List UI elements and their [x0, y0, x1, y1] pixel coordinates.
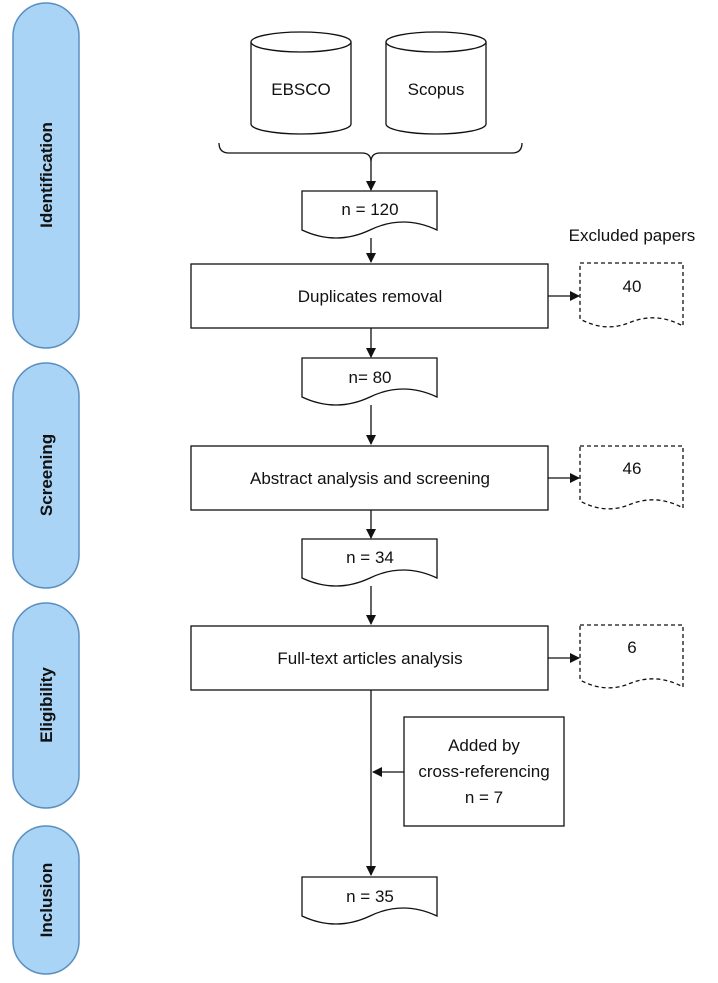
svg-text:Full-text articles analysis: Full-text articles analysis: [277, 649, 462, 668]
svg-text:Identification: Identification: [37, 122, 56, 228]
excluded-papers-label: Excluded papers: [569, 226, 696, 245]
svg-text:Scopus: Scopus: [408, 80, 465, 99]
step-duplicates-removal: Duplicates removal: [190, 263, 549, 329]
svg-text:Screening: Screening: [37, 434, 56, 516]
svg-text:Inclusion: Inclusion: [37, 863, 56, 938]
count-after-screening: n = 34: [301, 538, 438, 587]
step-abstract-screening: Abstract analysis and screening: [190, 445, 549, 511]
svg-text:EBSCO: EBSCO: [271, 80, 331, 99]
count-after-duplicates: n= 80: [301, 357, 438, 406]
svg-text:Added by: Added by: [448, 736, 520, 755]
count-initial: n = 120: [301, 190, 438, 239]
svg-text:6: 6: [627, 638, 636, 657]
svg-text:40: 40: [623, 277, 642, 296]
stage-screening: Screening: [12, 362, 80, 589]
svg-text:n = 120: n = 120: [341, 200, 398, 219]
database-ebsco: EBSCO: [250, 31, 352, 135]
merge-brace: [218, 142, 523, 163]
added-cross-referencing: Added by cross-referencing n = 7: [403, 716, 565, 827]
svg-text:n= 80: n= 80: [348, 368, 391, 387]
excluded-fulltext: 6: [579, 624, 684, 689]
svg-text:Abstract analysis and screenin: Abstract analysis and screening: [250, 469, 490, 488]
svg-text:n = 7: n = 7: [465, 788, 503, 807]
database-scopus: Scopus: [385, 31, 487, 135]
step-fulltext-analysis: Full-text articles analysis: [190, 625, 549, 691]
svg-text:Duplicates removal: Duplicates removal: [298, 287, 443, 306]
stage-inclusion: Inclusion: [12, 825, 80, 975]
svg-text:n = 35: n = 35: [346, 887, 394, 906]
svg-text:Eligibility: Eligibility: [37, 667, 56, 743]
count-final: n = 35: [301, 876, 438, 925]
stage-eligibility: Eligibility: [12, 602, 80, 809]
svg-text:n = 34: n = 34: [346, 548, 394, 567]
excluded-duplicates: 40: [579, 262, 684, 328]
svg-text:46: 46: [623, 459, 642, 478]
svg-text:cross-referencing: cross-referencing: [418, 762, 549, 781]
stage-identification: Identification: [12, 2, 80, 349]
excluded-abstract: 46: [579, 445, 684, 510]
